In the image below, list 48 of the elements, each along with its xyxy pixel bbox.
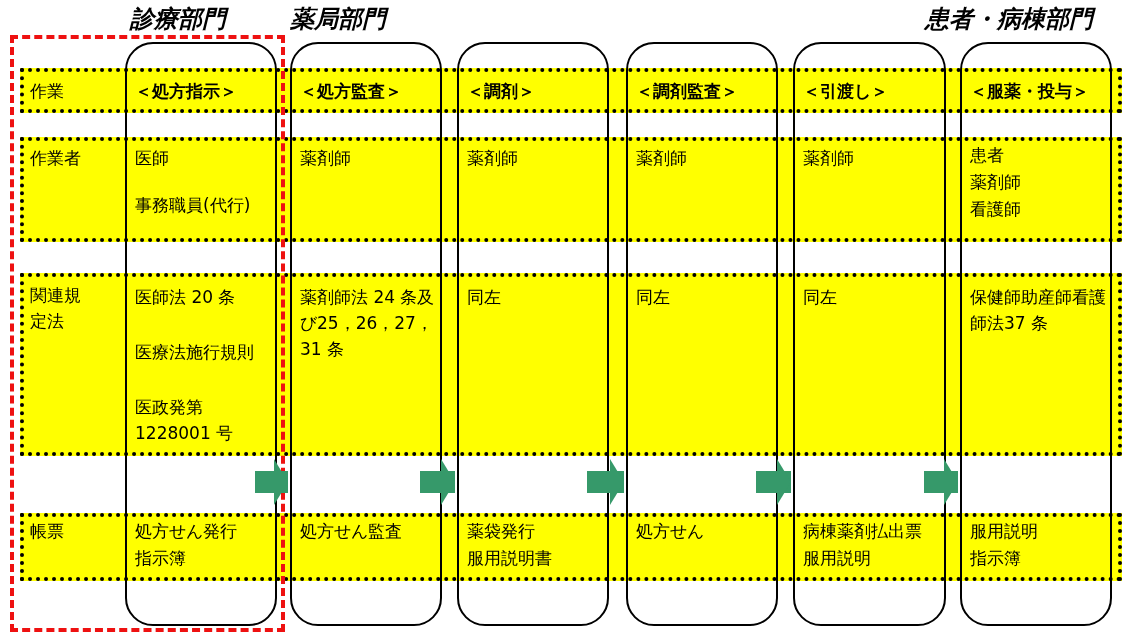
cell-text: 服用説明 (970, 520, 1039, 543)
step-heading: ＜調剤監査＞ (636, 80, 739, 103)
cell-text: 服用説明書 (467, 547, 553, 570)
cell-text: 薬剤師 (803, 147, 855, 170)
cell-text: 医政発第 1228001 号 (135, 396, 235, 445)
cell-text: 薬剤師 (636, 147, 688, 170)
cell-text: 薬剤師 (467, 147, 519, 170)
cell-text: 保健師助産師看護師法37 条 (970, 286, 1107, 335)
column-box (290, 42, 442, 626)
column-box (457, 42, 609, 626)
row-header: 作業者 (30, 147, 82, 170)
block-arrow (255, 459, 288, 505)
cell-text: 同左 (636, 286, 671, 309)
cell-text: 服用説明 (803, 547, 872, 570)
step-heading: ＜引渡し＞ (803, 80, 889, 103)
column-box (960, 42, 1112, 626)
step-heading: ＜処方監査＞ (300, 80, 403, 103)
column-box (793, 42, 946, 626)
cell-text: 同左 (467, 286, 502, 309)
step-heading: ＜服薬・投与＞ (970, 80, 1090, 103)
cell-text: 薬剤師 (300, 147, 352, 170)
cell-text: 病棟薬剤払出票 (803, 520, 923, 543)
cell-text: 指示簿 (135, 547, 187, 570)
step-heading: ＜処方指示＞ (135, 80, 238, 103)
column-box (626, 42, 778, 626)
row-header: 作業 (30, 80, 65, 103)
cell-text: 医師 (135, 147, 170, 170)
cell-text: 看護師 (970, 198, 1022, 221)
block-arrow (756, 459, 791, 505)
row-header: 帳票 (30, 520, 65, 543)
cell-text: 薬剤師法 24 条及び25，26，27，31 条 (300, 286, 436, 361)
step-heading: ＜調剤＞ (467, 80, 536, 103)
row-header: 関連規定法 (30, 284, 82, 333)
block-arrow (924, 459, 958, 505)
cell-text: 医師法 20 条 (135, 286, 237, 309)
cell-text: 指示簿 (970, 547, 1022, 570)
block-arrow (587, 459, 624, 505)
block-arrow (420, 459, 455, 505)
cell-text: 処方せん (636, 520, 705, 543)
cell-text: 処方せん監査 (300, 520, 403, 543)
cell-text: 医療法施行規則 (135, 341, 255, 364)
cell-text: 処方せん発行 (135, 520, 238, 543)
cell-text: 事務職員(代行) (135, 194, 252, 217)
column-box (125, 42, 277, 626)
cell-text: 薬袋発行 (467, 520, 536, 543)
cell-text: 薬剤師 (970, 171, 1022, 194)
cell-text: 同左 (803, 286, 838, 309)
cell-text: 患者 (970, 144, 1005, 167)
